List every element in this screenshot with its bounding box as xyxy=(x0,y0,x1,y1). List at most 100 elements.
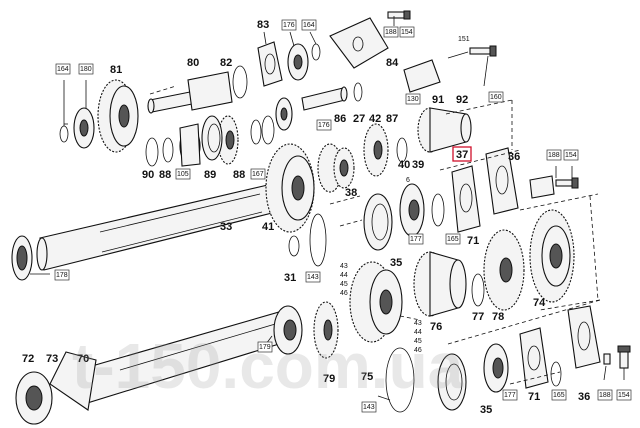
primary-shaft xyxy=(147,71,233,114)
label-box-105 xyxy=(175,168,191,180)
part-label-76: 76 xyxy=(430,321,442,333)
bolt-160 xyxy=(469,45,497,57)
part-label-88a: 88 xyxy=(159,169,171,181)
ring-143a xyxy=(309,213,327,267)
part-label-43b: 43 xyxy=(414,320,422,327)
gear-88 xyxy=(217,115,239,165)
gear-37 xyxy=(417,107,472,153)
part-label-160: 160 xyxy=(490,94,502,101)
label-box-143a xyxy=(305,271,321,283)
bearing-178 xyxy=(11,235,33,281)
ring-40 xyxy=(396,137,408,163)
part-label-33: 33 xyxy=(220,221,232,233)
part-label-46a: 46 xyxy=(340,290,348,297)
part-label-143b: 143 xyxy=(363,404,375,411)
part-label-74: 74 xyxy=(533,297,546,309)
part-label-70: 70 xyxy=(77,353,89,365)
part-label-151: 151 xyxy=(458,36,470,43)
bolt-154b xyxy=(555,177,579,189)
part-label-45a: 45 xyxy=(340,281,348,288)
flange-71b xyxy=(519,327,549,389)
ring-82 xyxy=(232,65,248,99)
gear-74 xyxy=(529,209,575,303)
part-label-75: 75 xyxy=(361,371,373,383)
label-box-176b xyxy=(316,119,332,131)
part-label-154c: 154 xyxy=(618,392,630,399)
part-label-165a: 165 xyxy=(447,236,459,243)
label-box-176a xyxy=(281,19,297,31)
gear-41 xyxy=(265,143,315,233)
part-label-84: 84 xyxy=(386,57,399,69)
part-label-188c: 188 xyxy=(599,392,611,399)
part-label-87: 87 xyxy=(386,113,398,125)
part-label-79: 79 xyxy=(323,373,335,385)
part-label-38: 38 xyxy=(345,187,357,199)
part-label-90: 90 xyxy=(142,169,154,181)
label-box-188a xyxy=(383,26,399,38)
part-label-177a: 177 xyxy=(410,236,422,243)
ring-31 xyxy=(288,235,300,257)
part-label-39: 39 xyxy=(412,159,424,171)
main-shaft xyxy=(36,183,277,271)
part-label-82: 82 xyxy=(220,57,232,69)
gear-76 xyxy=(413,251,467,317)
part-label-105: 105 xyxy=(177,171,189,178)
bearing-177b xyxy=(483,343,509,393)
part-label-46b: 46 xyxy=(414,347,422,354)
gear-81 xyxy=(97,79,139,153)
part-label-176b: 176 xyxy=(318,122,330,129)
part-label-83: 83 xyxy=(257,19,269,31)
part-label-72: 72 xyxy=(22,353,34,365)
gear-78 xyxy=(483,229,525,311)
part-label-167: 167 xyxy=(252,171,264,178)
part-label-36b: 36 xyxy=(578,391,590,403)
label-box-180 xyxy=(78,63,94,75)
part-label-154b: 154 xyxy=(565,152,577,159)
sleeve-35a xyxy=(363,193,393,251)
part-label-80: 80 xyxy=(187,57,199,69)
part-label-35a: 35 xyxy=(390,257,402,269)
part-label-188a: 188 xyxy=(385,29,397,36)
label-box-188c xyxy=(597,389,613,401)
label-box-143b xyxy=(361,401,377,413)
part-label-154a: 154 xyxy=(401,29,413,36)
cover-36a xyxy=(485,147,519,215)
label-box-164 xyxy=(301,19,317,31)
bearing-176 xyxy=(287,43,309,81)
flange-71a xyxy=(451,165,481,233)
part-label-31: 31 xyxy=(284,272,296,284)
part-label-177b: 177 xyxy=(504,392,516,399)
part-label-86: 86 xyxy=(334,113,346,125)
bearing-179 xyxy=(273,305,303,355)
label-box-160 xyxy=(488,91,504,103)
cover-83 xyxy=(257,41,283,87)
part-label-45b: 45 xyxy=(414,338,422,345)
part-label-71a: 71 xyxy=(467,235,479,247)
sleeve-35b xyxy=(437,353,467,411)
ring-90 xyxy=(145,137,159,167)
gear-38 xyxy=(317,143,355,193)
leader-lines xyxy=(30,16,625,401)
cover-36b xyxy=(567,305,601,369)
label-box-178 xyxy=(54,269,70,281)
part-label-77: 77 xyxy=(472,311,484,323)
watermark: t-150.com.ua xyxy=(72,330,464,402)
part-label-44b: 44 xyxy=(414,329,422,336)
gear-75 xyxy=(349,261,403,343)
part-label-188b: 188 xyxy=(548,152,560,159)
gear-39 xyxy=(363,123,389,177)
bracket-188 xyxy=(529,175,555,199)
label-box-165b xyxy=(551,389,567,401)
part-label-35b: 35 xyxy=(480,404,492,416)
label-box-179 xyxy=(257,341,273,353)
bearing-176b xyxy=(275,97,293,131)
part-label-130: 130 xyxy=(407,96,419,103)
part-label-165b: 165 xyxy=(553,392,565,399)
label-box-154c xyxy=(616,389,632,401)
label-box-164a xyxy=(55,63,71,75)
bearing-177a xyxy=(399,183,425,237)
label-box-130 xyxy=(405,93,421,105)
part-label-92: 92 xyxy=(456,94,468,106)
plate-84 xyxy=(329,17,389,69)
